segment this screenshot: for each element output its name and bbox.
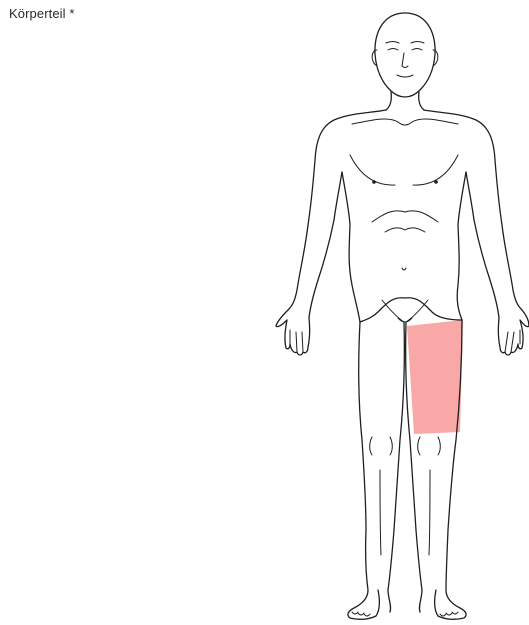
torso-side-right: [342, 172, 360, 322]
neck-right: [386, 92, 391, 110]
knee-right-2: [390, 437, 392, 455]
clavicle: [352, 119, 458, 124]
navel: [402, 268, 406, 270]
rib-line: [372, 211, 438, 222]
knee-left-2: [438, 437, 440, 455]
groin-right: [382, 300, 404, 322]
leg-right-inner: [388, 322, 404, 612]
eye-right: [388, 49, 398, 51]
head-outline: [375, 13, 435, 97]
shin-right: [380, 470, 381, 555]
neck-left: [419, 92, 424, 110]
chest-line-right: [350, 155, 395, 185]
eye-left: [412, 49, 422, 51]
sternum-notch: [398, 122, 412, 125]
nipple-left: [434, 180, 438, 184]
eyebrow-right: [386, 42, 399, 44]
body-outline-left-side: [424, 110, 529, 355]
toes-left: [440, 612, 458, 616]
leg-right-outer: [348, 322, 379, 619]
eyebrow-left: [411, 42, 424, 44]
nose: [402, 53, 408, 68]
fingers-left: [505, 330, 520, 352]
nipple-right: [372, 180, 376, 184]
knee-left-1: [418, 437, 420, 455]
left-thigh-region-highlight[interactable]: [407, 320, 463, 434]
knee-right-1: [370, 437, 372, 455]
torso-side-left: [457, 172, 466, 320]
shin-left: [429, 470, 430, 555]
groin-left: [406, 300, 428, 322]
abdomen-line: [385, 228, 425, 232]
mouth: [397, 75, 413, 77]
toes-right: [352, 612, 370, 616]
